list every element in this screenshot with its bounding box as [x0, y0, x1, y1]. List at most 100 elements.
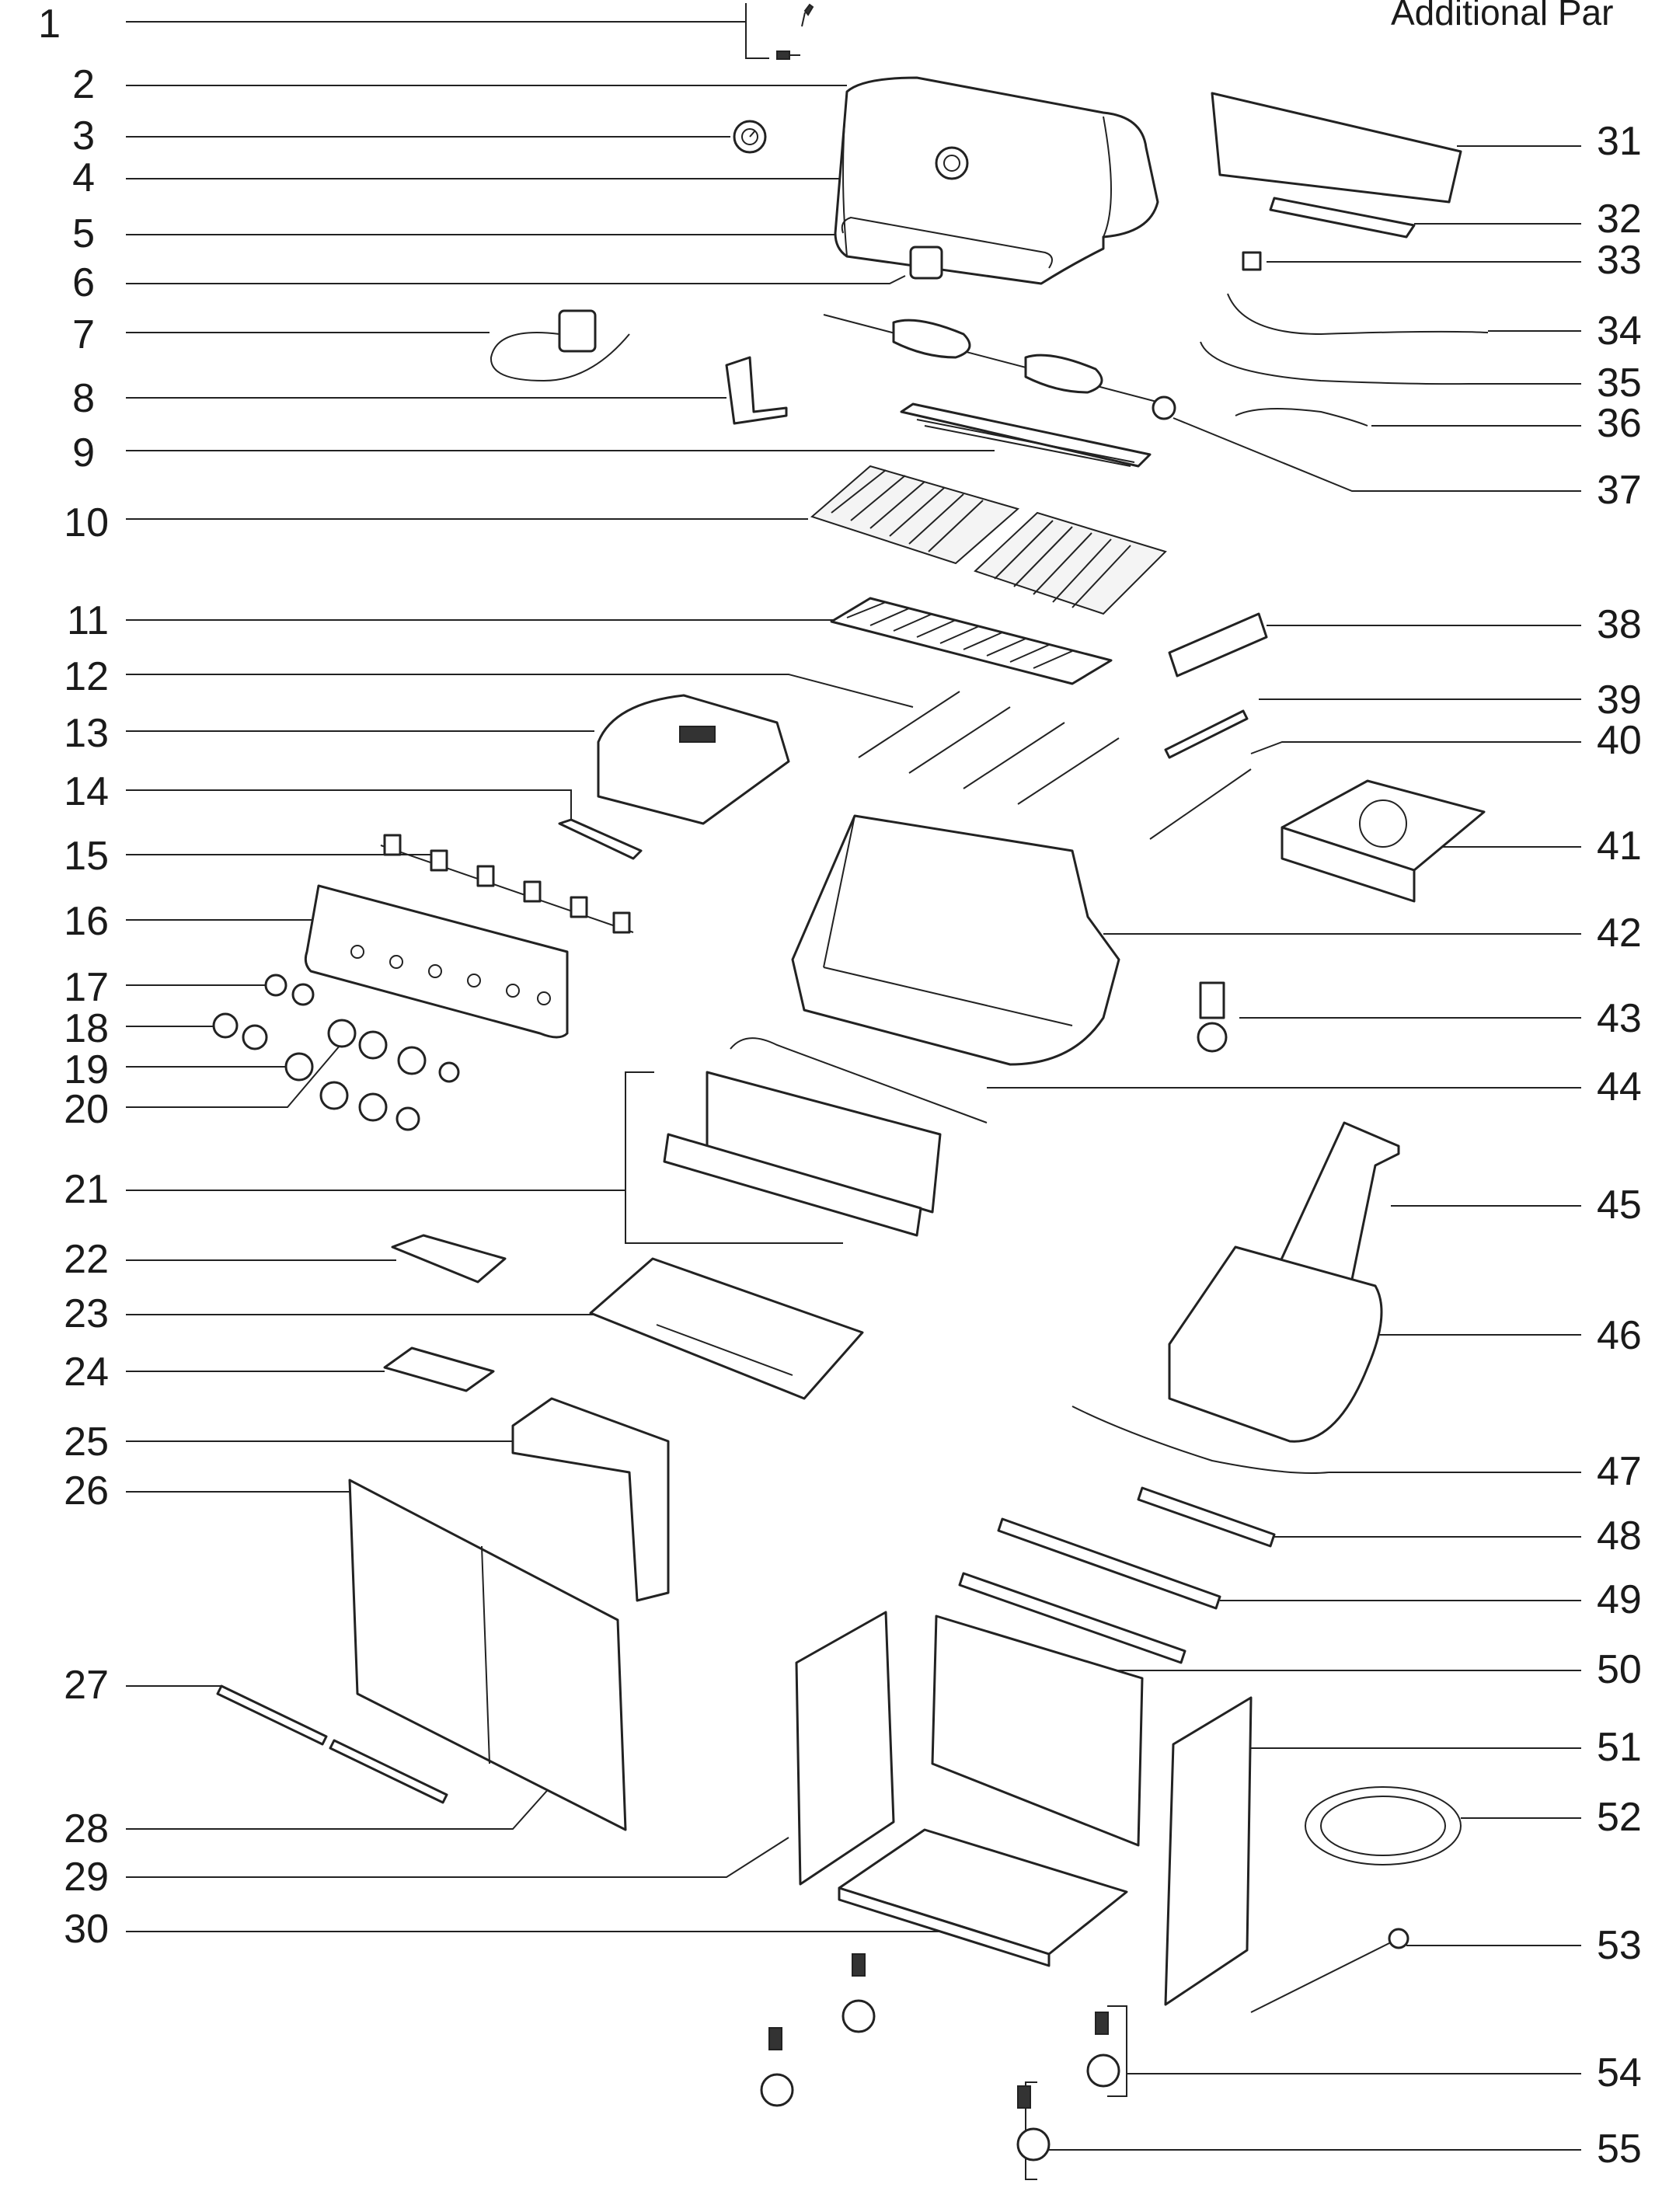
- callout-13: 13: [64, 711, 109, 756]
- part-9-warming-rack: [900, 402, 1152, 468]
- callout-55: 55: [1597, 2127, 1642, 2172]
- part-14-bracket: [558, 818, 643, 860]
- callout-52: 52: [1597, 1795, 1642, 1840]
- callout-5: 5: [72, 211, 95, 256]
- part-26-doors: [348, 1479, 627, 1831]
- part-51-right-side-panel: [1164, 1696, 1253, 2006]
- callout-17: 17: [64, 965, 109, 1010]
- part-47-side-hose: [1071, 1406, 1329, 1474]
- callout-11: 11: [67, 598, 109, 643]
- part-15-manifold: [380, 834, 634, 934]
- callout-43: 43: [1597, 996, 1642, 1041]
- part-46-side-burner-housing: [1168, 1245, 1383, 1443]
- part-43-regulator: [1197, 981, 1228, 1053]
- right-leader-lines: [987, 145, 1581, 2180]
- part-17-20-knobs: [212, 974, 460, 1131]
- part-24-small-tray: [383, 1346, 495, 1392]
- callout-49: 49: [1597, 1577, 1642, 1622]
- callout-28: 28: [64, 1806, 109, 1851]
- part-41-side-burner: [1281, 779, 1486, 903]
- callout-36: 36: [1597, 401, 1642, 446]
- part-10-cooking-grates: [810, 465, 1167, 615]
- left-leader-lines: [126, 3, 995, 1932]
- callout-46: 46: [1597, 1313, 1642, 1358]
- left-callouts: 1 2 3 4 5 6 7 8 9 10 11 12 13 14 15 16 1…: [38, 2, 109, 1952]
- callout-25: 25: [64, 1420, 109, 1465]
- callout-31: 31: [1597, 119, 1642, 164]
- part-38-smoker-box: [1168, 612, 1268, 678]
- part-9-rotisserie-spit: [823, 314, 1176, 420]
- callout-45: 45: [1597, 1183, 1642, 1228]
- callout-39: 39: [1597, 678, 1642, 723]
- callout-27: 27: [64, 1663, 109, 1708]
- part-11-flavorizer-bars: [830, 597, 1113, 685]
- part-54-55-casters: [760, 1953, 1120, 2161]
- callout-6: 6: [72, 260, 95, 305]
- part-53-tool: [1250, 1928, 1409, 2013]
- right-callouts: 31 32 33 34 35 36 37 38 39 40 41 42 43 4…: [1597, 119, 1642, 2172]
- callout-37: 37: [1597, 468, 1642, 513]
- part-5-6-handle: [841, 216, 1053, 280]
- callout-47: 47: [1597, 1449, 1642, 1494]
- callout-34: 34: [1597, 308, 1642, 354]
- part-23-catch-pan: [589, 1257, 864, 1400]
- callout-38: 38: [1597, 602, 1642, 647]
- part-22-drip-tray: [391, 1234, 507, 1284]
- callout-1: 1: [38, 2, 61, 47]
- additional-parts-header: Additional Par: [1391, 0, 1613, 33]
- part-39-igniter: [1164, 709, 1249, 759]
- callout-4: 4: [72, 155, 95, 200]
- part-16-control-panel: [304, 884, 569, 1039]
- part-32-heat-deflector: [1269, 197, 1416, 239]
- callout-24: 24: [64, 1350, 109, 1395]
- callout-8: 8: [72, 376, 95, 421]
- part-12-burner-tubes: [858, 691, 1252, 840]
- part-3-thermometer: [733, 120, 767, 154]
- part-25-enclosure: [511, 1397, 670, 1602]
- callout-9: 9: [72, 430, 95, 475]
- part-29-left-side-panel: [795, 1611, 895, 1886]
- callout-10: 10: [64, 500, 109, 545]
- part-34-35-36-wires: [1200, 293, 1489, 427]
- callout-29: 29: [64, 1855, 109, 1900]
- callout-14: 14: [64, 769, 109, 814]
- part-13-heat-shield: [597, 694, 790, 825]
- callout-54: 54: [1597, 2050, 1642, 2095]
- callout-50: 50: [1597, 1647, 1642, 1692]
- part-49-rails: [958, 1517, 1221, 1664]
- callout-15: 15: [64, 834, 109, 879]
- callout-53: 53: [1597, 1923, 1642, 1968]
- callout-30: 30: [64, 1907, 109, 1952]
- callout-2: 2: [72, 62, 95, 107]
- part-4-lid-badge: [935, 146, 969, 180]
- part-27-door-handles: [216, 1684, 448, 1804]
- callout-48: 48: [1597, 1514, 1642, 1559]
- callout-26: 26: [64, 1468, 109, 1514]
- callout-18: 18: [64, 1006, 109, 1051]
- part-7-rotisserie-motor: [490, 309, 630, 382]
- callout-7: 7: [72, 312, 95, 357]
- callout-42: 42: [1597, 911, 1642, 956]
- callout-32: 32: [1597, 197, 1642, 242]
- part-1-screws: [776, 3, 814, 60]
- part-8-motor-bracket: [725, 356, 788, 425]
- part-50-back-panel: [931, 1615, 1144, 1847]
- part-2-lid: [834, 76, 1159, 285]
- part-33-clip: [1242, 251, 1262, 271]
- part-42-firebox: [791, 814, 1120, 1066]
- part-30-bottom-shelf: [838, 1828, 1128, 1967]
- callout-21: 21: [64, 1167, 109, 1212]
- part-31-warming-shelf: [1211, 92, 1462, 204]
- callout-40: 40: [1597, 718, 1642, 763]
- callout-16: 16: [64, 899, 109, 944]
- callout-12: 12: [64, 654, 109, 699]
- part-48-rail: [1137, 1486, 1276, 1548]
- part-52-hose-coil: [1305, 1786, 1462, 1865]
- callout-23: 23: [64, 1291, 109, 1336]
- part-21-front-rails: [663, 1071, 942, 1237]
- part-44-hose: [730, 1037, 988, 1123]
- callout-3: 3: [72, 113, 95, 158]
- callout-19: 19: [64, 1047, 109, 1092]
- callout-20: 20: [64, 1087, 109, 1132]
